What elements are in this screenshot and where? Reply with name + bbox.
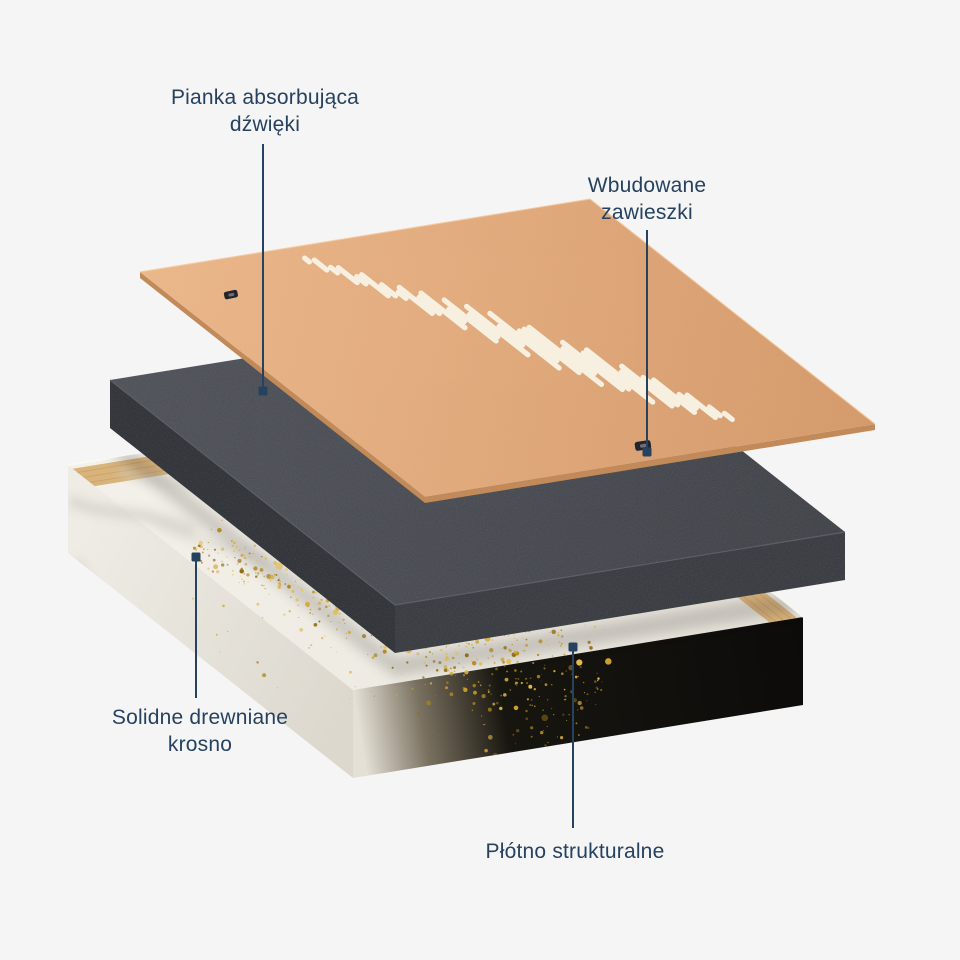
label-canvas-line1: Płótno strukturalne (485, 840, 665, 863)
label-frame: Solidne drewniane krosno (50, 704, 350, 758)
label-foam: Pianka absorbująca dźwięki (115, 84, 415, 138)
leader-dot-canvas (568, 642, 578, 652)
label-foam-line1: Pianka absorbująca (170, 86, 360, 109)
leader-dot-frame (191, 552, 201, 562)
leader-lines (195, 144, 648, 828)
board-edge-highlight (139, 198, 876, 425)
label-frame-line1: Solidne drewniane (111, 706, 289, 729)
leader-dot-hangers (642, 447, 652, 457)
foam-edge-highlight (109, 379, 846, 606)
label-frame-line2: krosno (167, 733, 233, 756)
label-foam-line2: dźwięki (229, 113, 301, 136)
leader-dots (191, 386, 652, 652)
label-hangers-line2: zawieszki (601, 201, 693, 224)
leader-dot-foam (258, 386, 268, 396)
canvas-front-left-face (68, 465, 353, 778)
foam-shadow (110, 432, 803, 677)
hanger-icon (223, 289, 238, 300)
canvas-front-right-face (353, 617, 803, 778)
label-hangers-line1: Wbudowane (587, 174, 707, 197)
label-hangers: Wbudowane zawieszki (497, 172, 797, 226)
label-canvas: Płótno strukturalne (425, 838, 725, 865)
